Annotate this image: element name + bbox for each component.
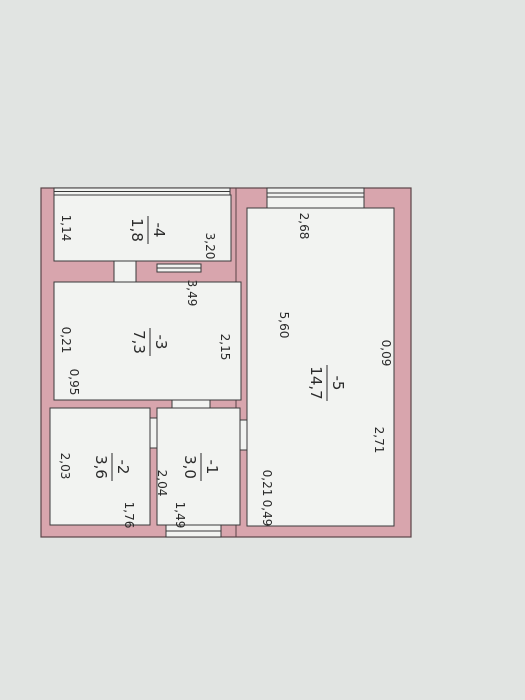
room-4-area — [53, 194, 232, 262]
rooms — [49, 194, 395, 527]
dimension-label: 5,60 — [277, 312, 291, 339]
room-3-number: -3 — [152, 335, 170, 350]
window-top-right — [266, 187, 365, 209]
room-2-area — [49, 407, 151, 526]
room-2-area-label: 3,6 — [92, 455, 110, 479]
room-1-number: -1 — [203, 460, 221, 475]
dimension-label: 1,76 — [122, 502, 136, 529]
room-2-number: -2 — [114, 460, 132, 475]
room-4-area-label: 1,8 — [128, 218, 146, 242]
room-5-area-label: 14,7 — [307, 366, 325, 399]
dimension-label: 3,20 — [203, 233, 217, 260]
dimension-label: 2,03 — [58, 453, 72, 480]
dimension-label: 0,49 — [260, 500, 274, 527]
dimension-label: 0,09 — [379, 340, 393, 367]
room-4-number: -4 — [150, 223, 168, 238]
dimension-label: 2,15 — [218, 334, 232, 361]
dimension-label: 0,95 — [67, 369, 81, 396]
windows — [53, 187, 365, 538]
room-3-area-label: 7,3 — [130, 330, 148, 354]
door-room4-room3 — [113, 260, 137, 283]
dimension-label: 0,21 — [59, 327, 73, 354]
room-3-area — [53, 281, 242, 401]
dimension-label: 1,49 — [173, 502, 187, 529]
dimension-label: 2,71 — [372, 427, 386, 454]
doors — [113, 260, 248, 451]
dimension-label: 2,04 — [155, 470, 169, 497]
door-room1-top — [171, 399, 211, 409]
room-5-number: -5 — [329, 376, 347, 391]
room-5-area — [246, 207, 395, 527]
dimension-labels: 1,14 3,20 2,68 3,49 0,21 2,15 0,95 5,60 … — [58, 213, 393, 529]
door-room1-room5 — [239, 419, 248, 451]
door-hall-room2 — [149, 417, 158, 449]
dimension-label: 3,49 — [185, 280, 199, 307]
room-labels: -4 1,8 -3 7,3 -2 3,6 -1 3,0 -5 14,7 — [92, 216, 347, 481]
room-1-area-label: 3,0 — [181, 455, 199, 479]
dimension-label: 1,14 — [59, 215, 73, 242]
dimension-label: 2,68 — [297, 213, 311, 240]
dimension-label: 0,21 — [260, 470, 274, 497]
